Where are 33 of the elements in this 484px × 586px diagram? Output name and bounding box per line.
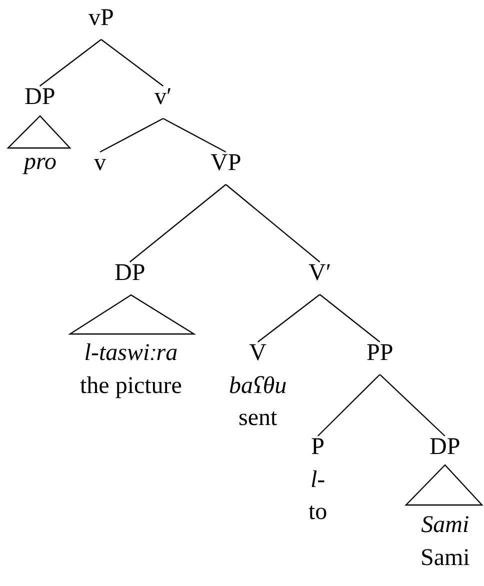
category-label: VP — [210, 149, 242, 178]
branch-line — [319, 294, 380, 342]
word-form: l- — [310, 466, 326, 494]
gloss-text: the picture — [80, 372, 182, 400]
category-label: v — [94, 149, 106, 178]
branch-line — [317, 374, 380, 436]
gloss-text: sent — [237, 404, 278, 433]
branch-line — [39, 39, 102, 86]
category-label: DP — [114, 259, 146, 288]
branch-line — [129, 184, 226, 262]
word-form: baʕθu — [229, 372, 287, 400]
word-form: pro — [24, 148, 56, 177]
category-label: vP — [88, 4, 114, 33]
category-label: P — [310, 433, 326, 462]
category-label: DP — [430, 433, 460, 462]
word-form: l-taswiːra — [83, 339, 179, 368]
triangle-roof — [6, 115, 72, 149]
branch-line — [379, 374, 446, 436]
category-label: v′ — [154, 83, 172, 112]
word-form: Sami — [420, 511, 470, 540]
category-label: V′ — [308, 259, 332, 288]
gloss-text: Sami — [420, 544, 470, 572]
branch-line — [100, 118, 164, 153]
branch-line — [257, 294, 320, 342]
triangle-roof — [68, 294, 196, 335]
triangle-roof — [404, 464, 484, 506]
branch-line — [100, 39, 164, 86]
branch-line — [162, 118, 226, 153]
gloss-text: to — [308, 498, 328, 527]
category-label: DP — [24, 83, 56, 112]
branch-line — [225, 184, 320, 262]
category-label: PP — [366, 339, 394, 368]
category-label: V — [248, 339, 268, 368]
